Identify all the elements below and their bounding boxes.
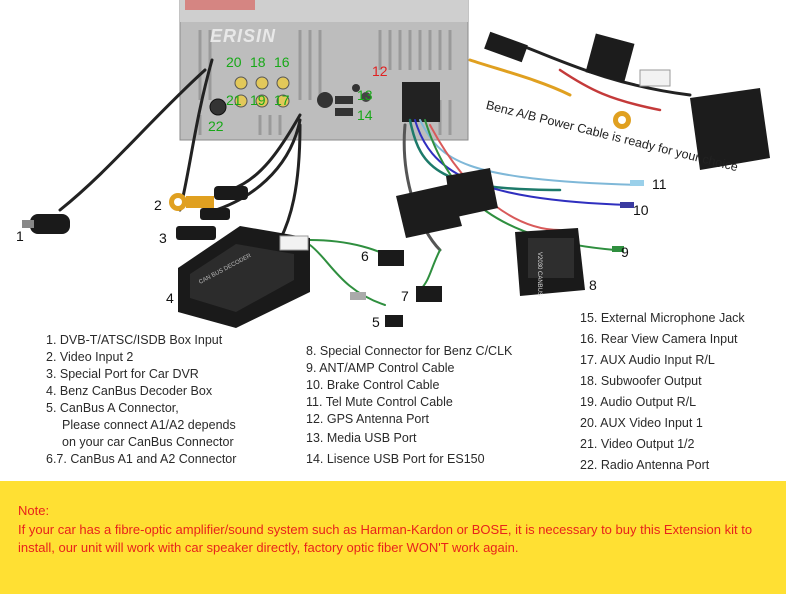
decoder-box: CAN BUS DECODER	[178, 226, 310, 328]
callout-6: 6	[361, 248, 369, 264]
callout-3: 3	[159, 230, 167, 246]
callout-20: 20	[226, 54, 242, 70]
legend-item: 11. Tel Mute Control Cable	[306, 395, 453, 409]
callout-5: 5	[372, 314, 380, 330]
legend-item: 4. Benz CanBus Decoder Box	[46, 384, 213, 398]
head-unit	[179, 0, 469, 141]
legend-item: 1. DVB-T/ATSC/ISDB Box Input	[46, 333, 223, 347]
legend-item: 19. Audio Output R/L	[580, 395, 697, 409]
watermark: ERISIN	[210, 26, 277, 46]
connector-3	[176, 208, 230, 240]
callout-11: 11	[652, 176, 667, 192]
callout-19: 19	[250, 92, 266, 108]
note-title: Note:	[18, 503, 50, 518]
connector-1	[22, 214, 70, 234]
legend-item: 13. Media USB Port	[306, 431, 417, 445]
legend-item: 6.7. CanBus A1 and A2 Connector	[46, 452, 237, 466]
legend-item: 21. Video Output 1/2	[580, 437, 695, 451]
connector-block-black	[396, 168, 498, 238]
legend-item: 17. AUX Audio Input R/L	[580, 353, 715, 367]
callout-7: 7	[401, 288, 409, 304]
legend-column-2: 8. Special Connector for Benz C/CLK 9. A…	[306, 343, 512, 468]
connector-6	[378, 250, 404, 266]
callout-2: 2	[154, 197, 162, 213]
note-text: If your car has a fibre-optic amplifier/…	[18, 522, 753, 555]
legend-item: Please connect A1/A2 depends	[62, 418, 236, 432]
cable-terminals	[612, 180, 644, 252]
connector-8: V2030 CANBUS	[515, 228, 585, 296]
callout-18: 18	[250, 54, 266, 70]
callout-10: 10	[633, 202, 649, 218]
callout-17: 17	[274, 92, 290, 108]
callout-22: 22	[208, 118, 224, 134]
legend-item: 14. Lisence USB Port for ES150	[306, 452, 485, 466]
connector-block-white	[279, 235, 309, 251]
callout-9: 9	[621, 244, 629, 260]
legend-item: 2. Video Input 2	[46, 350, 134, 364]
legend-item: on your car CanBus Connector	[62, 435, 234, 449]
wiring-illustration: CAN BUS DECODER V2030 CANBUS	[22, 0, 770, 328]
legend-item: 5. CanBus A Connector,	[46, 401, 179, 415]
connector-2	[169, 186, 248, 211]
callout-8: 8	[589, 277, 597, 293]
callout-12: 12	[372, 63, 388, 79]
legend-column-1: 1. DVB-T/ATSC/ISDB Box Input 2. Video In…	[46, 332, 236, 468]
legend-item: 18. Subwoofer Output	[580, 374, 702, 388]
callout-16: 16	[274, 54, 290, 70]
legend-item: 22. Radio Antenna Port	[580, 458, 710, 472]
legend-column-3: 15. External Microphone Jack 16. Rear Vi…	[580, 308, 745, 476]
callout-4: 4	[166, 290, 174, 306]
callout-14: 14	[357, 107, 373, 123]
legend-item: 10. Brake Control Cable	[306, 378, 440, 392]
callout-1: 1	[16, 228, 24, 244]
legend-item: 9. ANT/AMP Control Cable	[306, 361, 455, 375]
legend-item: 3. Special Port for Car DVR	[46, 367, 199, 381]
legend-item: 20. AUX Video Input 1	[580, 416, 703, 430]
connector-5	[350, 292, 403, 327]
callout-13: 13	[357, 87, 373, 103]
legend-item: 15. External Microphone Jack	[580, 311, 745, 325]
note-box: Note: If your car has a fibre-optic ampl…	[0, 481, 786, 594]
benz-power-harness	[484, 31, 770, 170]
legend-item: 16. Rear View Camera Input	[580, 332, 738, 346]
connector-label: V2030 CANBUS	[536, 252, 542, 296]
legend-item: 12. GPS Antenna Port	[306, 412, 429, 426]
legend-item: 8. Special Connector for Benz C/CLK	[306, 344, 513, 358]
connector-7	[416, 286, 442, 302]
callout-21: 21	[226, 92, 242, 108]
